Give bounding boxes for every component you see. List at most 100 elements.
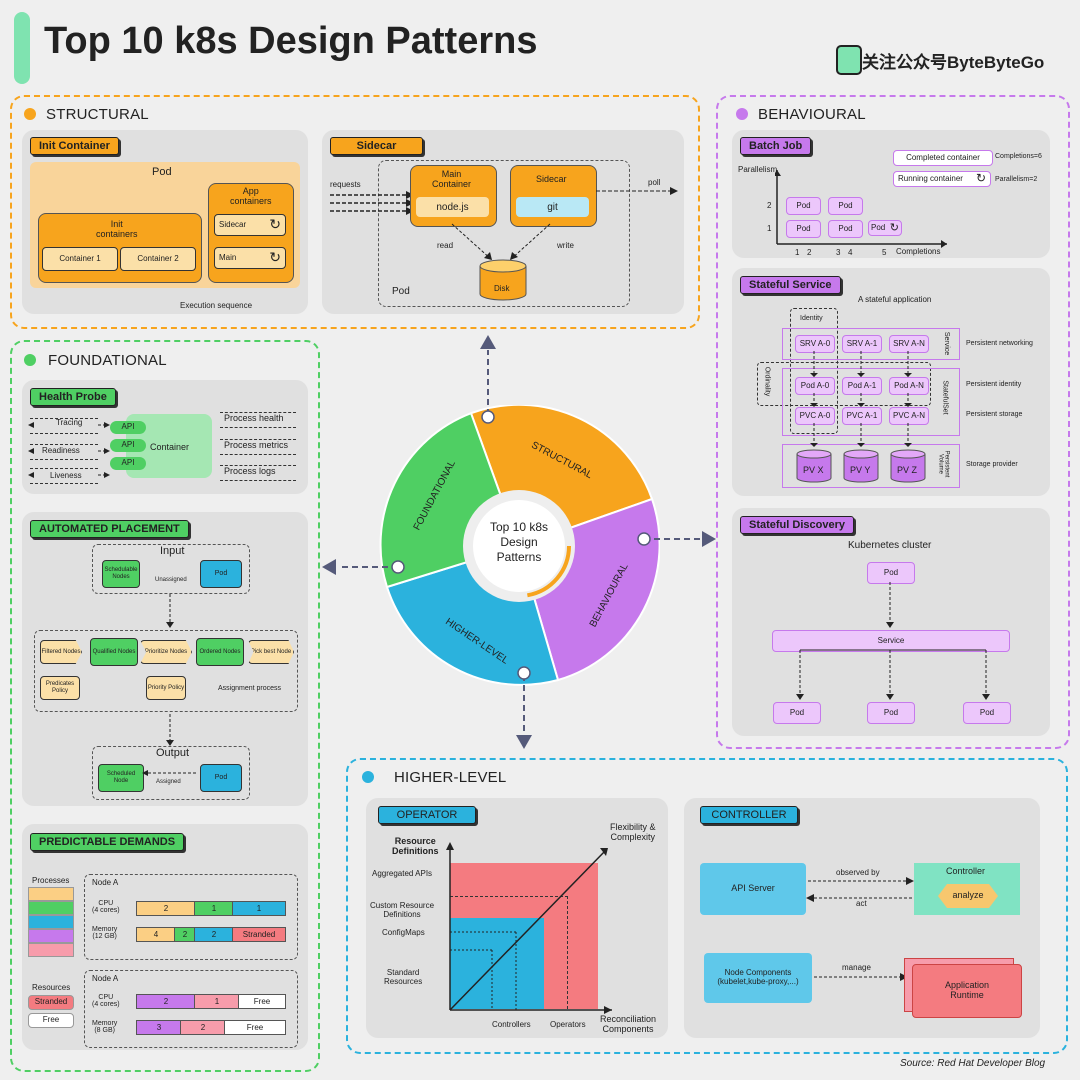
mem8-label: Memory (8 GB)	[92, 1020, 118, 1034]
higher-level-dot-icon	[362, 771, 374, 783]
qualified-nodes: Qualified Nodes	[90, 638, 138, 666]
requests-arrows	[330, 191, 414, 215]
y-tick-2: 2	[767, 201, 772, 210]
stateful-app-label: A stateful application	[858, 295, 932, 304]
pod-a0: Pod A-0	[795, 377, 835, 395]
pv-x-label: PV X	[803, 465, 824, 475]
sidecar-container-label: Sidecar	[536, 174, 567, 184]
process-swatch-purple	[28, 929, 74, 943]
mem-bar-seg: Stranded	[232, 927, 286, 942]
header-accent-bar	[14, 12, 30, 84]
priority-policy: Priority Policy	[146, 676, 186, 700]
operator-axes	[446, 842, 612, 1014]
srv-an: SRV A-N	[889, 335, 929, 353]
cpu-bar-seg: Free	[238, 994, 286, 1009]
api-box: API	[110, 439, 146, 452]
assigned-label: Assigned	[156, 779, 181, 785]
sidecar-pod-label: Pod	[392, 286, 410, 297]
process-swatch-green	[28, 901, 74, 915]
mem-bar-seg: 3	[136, 1020, 182, 1035]
foundational-section	[10, 340, 320, 1072]
stateful-connectors	[810, 351, 912, 447]
read-label: read	[437, 241, 454, 250]
node-a-label: Node A	[92, 878, 119, 887]
process-logs-label: Process logs	[224, 466, 276, 476]
x-tick-1: 1	[795, 248, 800, 257]
parallelism2-label: Parallelism=2	[995, 176, 1038, 183]
behavioural-section	[716, 95, 1070, 749]
node-a-box-2	[84, 970, 298, 1048]
restart-icon: ↻	[889, 221, 899, 234]
resource-definitions-label: Resource Definitions	[392, 836, 439, 856]
cpu-bar-seg: 1	[194, 901, 234, 916]
free-legend: Free	[28, 1013, 74, 1028]
mem12-label: Memory (12 GB)	[92, 926, 118, 940]
ordered-nodes: Ordered Nodes	[196, 638, 244, 666]
batch-pod: Pod	[828, 197, 863, 215]
batch-pod-running: Pod↻	[868, 220, 902, 236]
discovery-pod: Pod	[773, 702, 821, 724]
readiness-box	[30, 444, 98, 460]
standard-resources-label: Standard Resources	[384, 968, 423, 986]
batch-axes	[775, 170, 947, 248]
sidecar-pod-boundary	[378, 160, 630, 307]
process-logs-box	[220, 465, 296, 481]
stateful-discovery-tag: Stateful Discovery	[740, 516, 854, 534]
controllers-label: Controllers	[492, 1020, 531, 1029]
discovery-pod: Pod	[963, 702, 1011, 724]
structural-title: STRUCTURAL	[46, 106, 149, 123]
pod-an: Pod A-N	[889, 377, 929, 395]
probe-arrows	[28, 422, 110, 478]
flexibility-label: Flexibility & Complexity	[610, 822, 656, 842]
api-box: API	[110, 457, 146, 470]
behavioural-title: BEHAVIOURAL	[758, 106, 866, 123]
pvc-an: PVC A-N	[889, 407, 929, 425]
pv-y-label: PV Y	[850, 465, 871, 475]
process-health-box	[220, 412, 296, 428]
wheel-connectors	[322, 335, 716, 749]
operator-tag: OPERATOR	[378, 806, 476, 824]
output-pod: Pod	[200, 764, 242, 792]
running-container-legend: Running container↻	[893, 171, 991, 187]
init-pod-label: Pod	[152, 166, 172, 178]
input-pod: Pod	[200, 560, 242, 588]
nodejs-box: node.js	[416, 197, 489, 217]
completions-axis-label: Completions	[896, 247, 941, 256]
disk-label: Disk	[494, 284, 510, 293]
k8s-cluster-label: Kubernetes cluster	[848, 540, 932, 551]
controller-label: Controller	[946, 866, 986, 876]
restart-icon: ↻	[269, 249, 281, 266]
x-tick-5: 5	[882, 248, 887, 257]
assigned-arrow	[142, 770, 198, 776]
bytebytego-logo-icon	[836, 45, 862, 75]
restart-icon: ↻	[269, 216, 281, 233]
application-runtime-box: Application Runtime	[912, 964, 1022, 1018]
persistent-identity-label: Persistent identity	[966, 381, 1022, 388]
y-tick-1: 1	[767, 224, 772, 233]
container-2: Container 2	[120, 247, 196, 271]
cpu4-label: CPU (4 cores)	[92, 900, 120, 914]
crd-label: Custom Resource Definitions	[370, 901, 435, 919]
init-container-tag: Init Container	[30, 137, 119, 155]
act-label: act	[856, 899, 867, 908]
init-main-label: Main	[219, 252, 237, 262]
operator-region-dashed	[450, 896, 568, 1009]
cpu-bar-seg: 1	[194, 994, 240, 1009]
execution-sequence-label: Execution sequence	[180, 301, 253, 310]
x-tick-4: 4	[848, 248, 853, 257]
srv-a1: SRV A-1	[842, 335, 882, 353]
observed-by-label: observed by	[836, 868, 880, 877]
mem-bar-seg: 2	[174, 927, 196, 942]
controller-tag: CONTROLLER	[700, 806, 798, 824]
predicates-policy: Predicates Policy	[40, 676, 80, 700]
restart-icon: ↻	[975, 171, 986, 186]
main-container-label: Main Container	[432, 169, 472, 189]
init-sidecar-label: Sidecar	[219, 219, 247, 229]
pick-best-node: Pick best Node	[248, 640, 294, 664]
pod-a1: Pod A-1	[842, 377, 882, 395]
tracing-label: Tracing	[56, 418, 83, 427]
resources-label: Resources	[32, 983, 71, 992]
manage-label: manage	[842, 963, 871, 972]
mem-bar-seg: 4	[136, 927, 176, 942]
health-container-label: Container	[150, 442, 190, 452]
